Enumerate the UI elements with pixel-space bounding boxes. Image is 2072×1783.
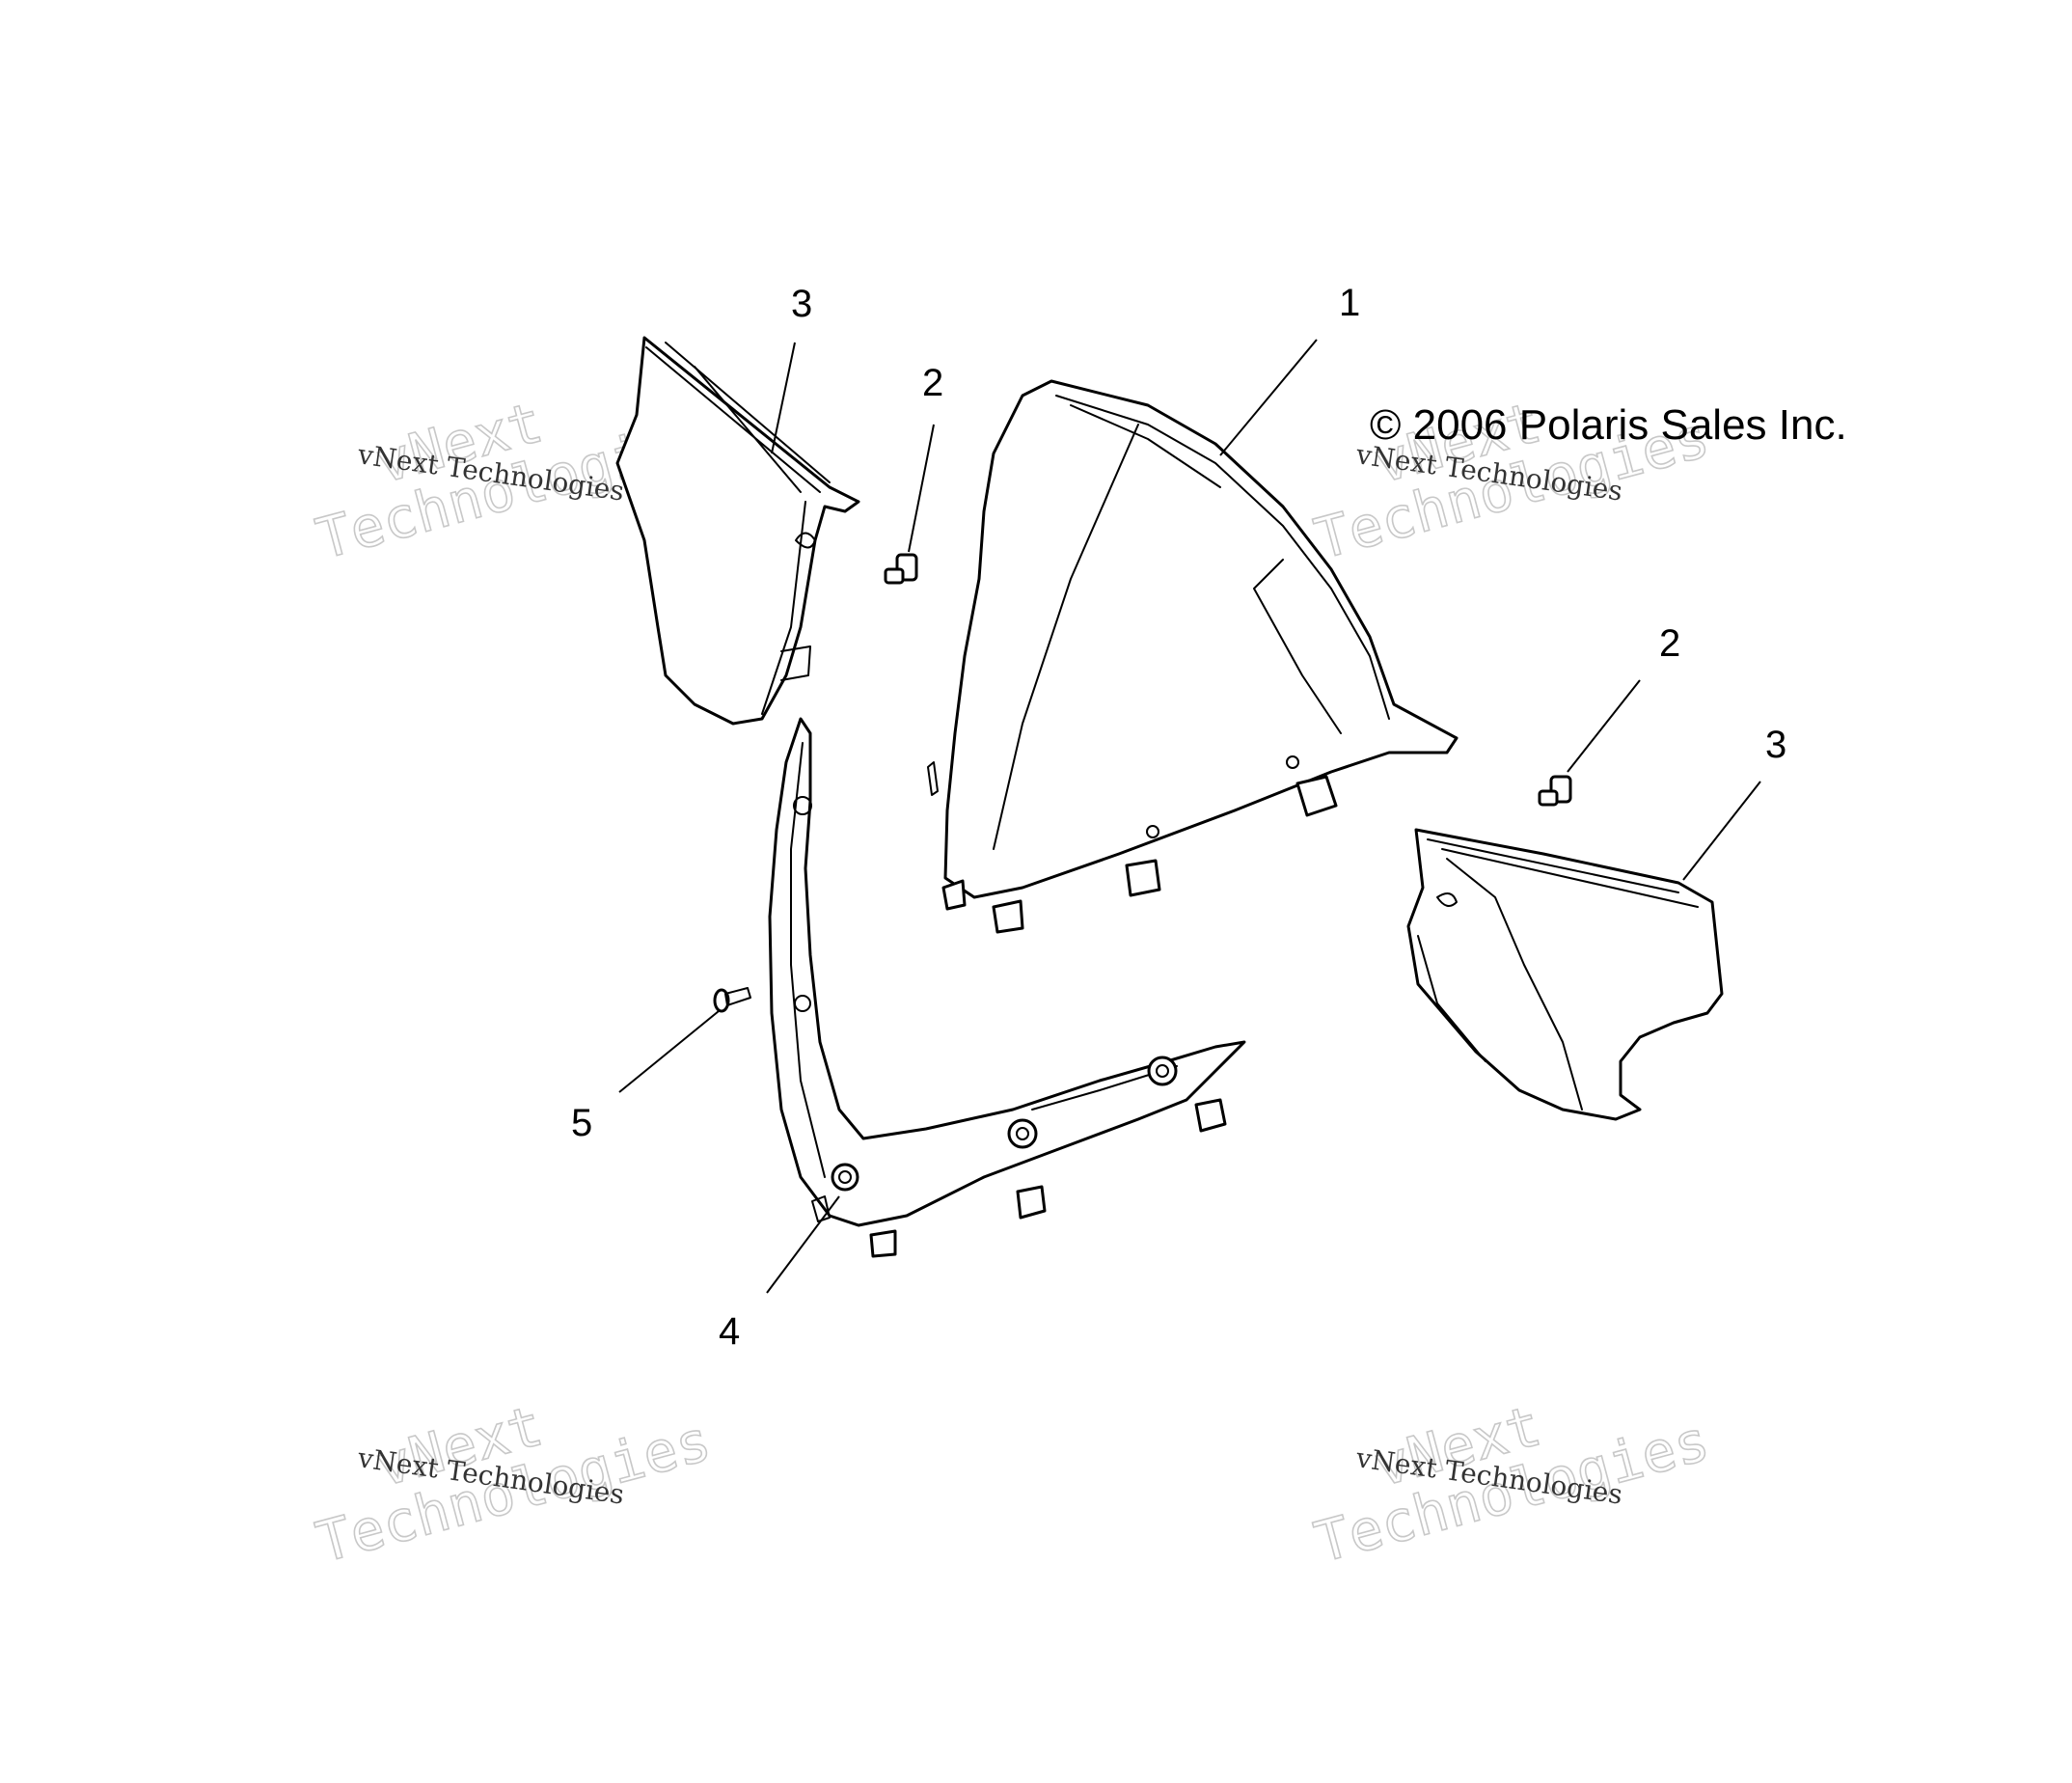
- callout-5: 5: [571, 1102, 592, 1144]
- callout-2-right: 2: [1659, 622, 1680, 665]
- leader-3-left: [771, 342, 796, 454]
- copyright-notice: © 2006 Polaris Sales Inc.: [1370, 401, 1847, 449]
- screw-center: [884, 553, 918, 585]
- callout-1: 1: [1339, 282, 1360, 324]
- windshield: [927, 379, 1459, 934]
- leader-2-center: [908, 424, 935, 553]
- callout-3-right: 3: [1765, 724, 1786, 766]
- side-cover-left: [615, 336, 860, 726]
- lower-trim: [768, 717, 1246, 1258]
- rivet: [713, 987, 751, 1013]
- side-cover-right: [1406, 828, 1724, 1121]
- leader-2-right: [1567, 679, 1641, 773]
- leader-5: [618, 1010, 720, 1093]
- leader-3-right: [1682, 781, 1761, 881]
- callout-2-center: 2: [922, 362, 943, 404]
- screw-right: [1538, 775, 1572, 807]
- callout-3-left: 3: [791, 283, 812, 325]
- leader-4: [766, 1195, 840, 1294]
- callout-4: 4: [719, 1310, 740, 1353]
- leader-1: [1219, 339, 1318, 456]
